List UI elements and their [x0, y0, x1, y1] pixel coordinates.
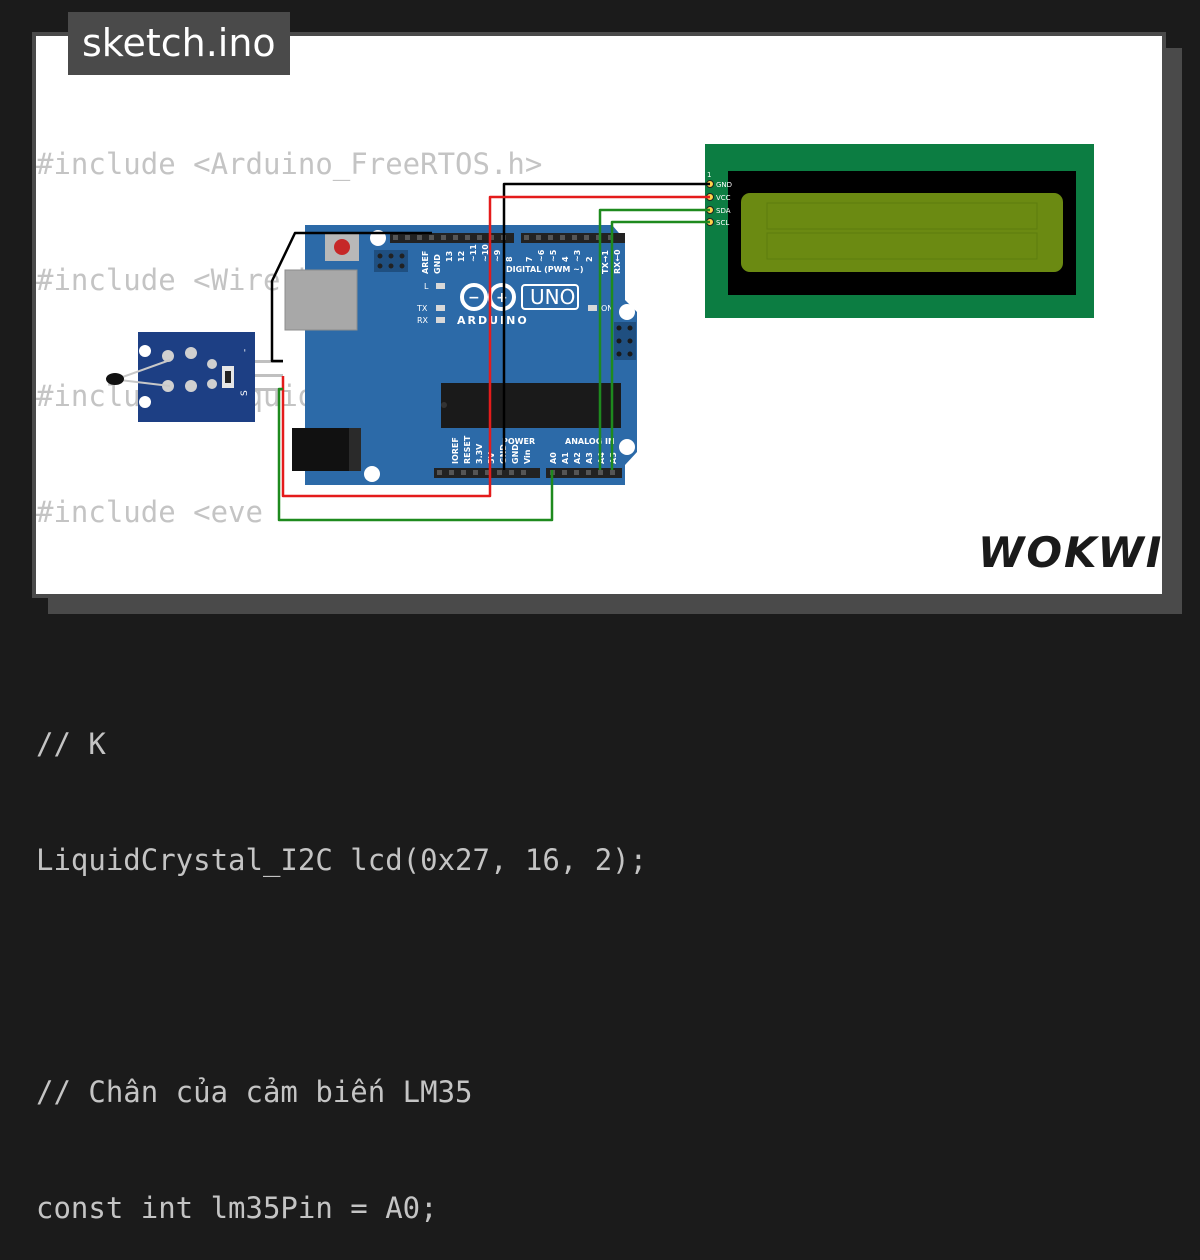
thermistor-icon: [106, 373, 124, 385]
pin-label-a4: A4: [597, 452, 606, 464]
mount-hole: [364, 466, 380, 482]
thermistor-lead: [119, 379, 171, 387]
wire-lcd-gnd: [502, 182, 710, 470]
wire-sensor-gnd: [270, 231, 432, 363]
sensor-pcb: [138, 332, 255, 422]
icsp-header: [374, 250, 408, 272]
led-tx: [436, 305, 445, 311]
circuit-diagram: 1 GND VCC SDA SCL: [106, 144, 1094, 522]
pin-label-rx0: RX←0: [613, 249, 622, 274]
pin-label-6: ~6: [537, 249, 546, 262]
sensor-hole: [139, 345, 151, 357]
pin-label-13: 13: [445, 251, 454, 262]
lcd-pin-vcc-label: VCC: [716, 194, 731, 202]
lcd-pin1-label: 1: [707, 171, 711, 179]
pin-label-3v3: 3.3V: [475, 443, 484, 464]
led-on: [588, 305, 597, 311]
digital-label: DIGITAL (PWM ~): [506, 265, 584, 274]
pin-label-a5: A5: [609, 452, 618, 464]
mount-hole: [619, 439, 635, 455]
lcd-module[interactable]: 1 GND VCC SDA SCL: [705, 144, 1094, 318]
logo-minus: −: [468, 290, 480, 306]
wire-lcd-sda: [598, 208, 710, 470]
pin-label-aref: AREF: [421, 251, 430, 274]
logo-plus: +: [496, 290, 508, 306]
sensor-hole: [139, 396, 151, 408]
led-rx: [436, 317, 445, 323]
pin-label-12: 12: [457, 251, 466, 262]
bottom-header-pins: [437, 470, 615, 475]
sensor-header-pins: [255, 360, 283, 391]
pin-label-3: ~3: [573, 250, 582, 262]
pin-label-7: 7: [525, 256, 534, 262]
lcd-char-cells: [766, 202, 1038, 260]
pin-label-a0: A0: [549, 452, 558, 464]
led-on-label: ON: [601, 304, 613, 313]
sensor-pin-s-label: S: [240, 390, 250, 396]
digital-header-left: [390, 233, 514, 243]
led-l-label: L: [424, 282, 429, 291]
chip-notch: [441, 402, 447, 408]
pin-label-ioref: IOREF: [451, 437, 460, 464]
code-line: #include <Arduino_FreeRTOS.h>: [36, 147, 543, 181]
wire-lcd-scl: [610, 220, 710, 470]
analog-label: ANALOG IN: [565, 437, 615, 446]
lcd-pin-gnd-label: GND: [716, 181, 732, 189]
lcd-pin-scl-label: SCL: [716, 219, 729, 227]
pin-label-reset: RESET: [463, 435, 472, 464]
reset-button-cap: [334, 239, 350, 255]
usb-port: [284, 269, 358, 331]
code-line: // Chân của cảm biến LM35: [36, 1075, 473, 1109]
microcontroller-chip: [441, 383, 621, 428]
pin-label-vin: Vin: [523, 449, 532, 464]
pin-label-5v: 5V: [487, 451, 496, 464]
wires: [270, 182, 710, 522]
pin-label-a1: A1: [561, 452, 570, 464]
pin-label-8: 8: [505, 256, 514, 262]
pin-label-tx1: TX→1: [601, 250, 610, 274]
lcd-pin-sda-label: SDA: [716, 207, 731, 215]
pin-label-a2: A2: [573, 452, 582, 464]
pin-label-5: ~5: [549, 249, 558, 262]
led-l: [436, 283, 445, 289]
file-tab[interactable]: sketch.ino: [68, 12, 290, 75]
pin-label-11: ~11: [469, 244, 478, 262]
code-line: LiquidCrystal_I2C lcd(0x27, 16, 2);: [36, 843, 648, 877]
sensor-pin-minus-label: -: [240, 349, 250, 352]
sensor-resistor-body: [225, 371, 231, 383]
pin-label-9: ~9: [493, 249, 502, 262]
board-name: UNO: [530, 285, 575, 309]
led-rx-label: RX: [417, 316, 429, 325]
pin-label-10: ~10: [481, 244, 490, 262]
pin-label-2: 2: [585, 256, 594, 262]
code-line: #include <eve: [36, 495, 263, 529]
uno-badge: [521, 284, 579, 310]
wokwi-logo: WOKWI: [978, 528, 1164, 577]
mount-hole: [619, 304, 635, 320]
thermistor-lead: [119, 359, 171, 379]
analog-header: [546, 468, 622, 478]
icsp-header-2: [614, 322, 636, 360]
power-label: POWER: [502, 437, 535, 446]
code-line: const int lm35Pin = A0;: [36, 1191, 438, 1225]
power-jack: [292, 428, 359, 471]
code-line: // K: [36, 727, 106, 761]
wire-lcd-vcc: [281, 195, 710, 498]
temperature-sensor-module[interactable]: - S: [106, 332, 283, 422]
pin-label-4: 4: [561, 256, 570, 262]
pin-label-a3: A3: [585, 452, 594, 464]
power-jack-rim: [349, 428, 361, 471]
arduino-uno[interactable]: AREF GND 13 12 ~11 ~10 ~9 8 7 ~6 ~5 4 ~3…: [284, 225, 637, 485]
pin-label-gnd: GND: [433, 254, 442, 274]
board-maker: ARDUINO: [457, 314, 529, 327]
code-line: [36, 952, 647, 1000]
pin-label-gnd-b: GND: [511, 444, 520, 464]
wire-sensor-signal: [277, 387, 554, 522]
led-tx-label: TX: [416, 304, 428, 313]
